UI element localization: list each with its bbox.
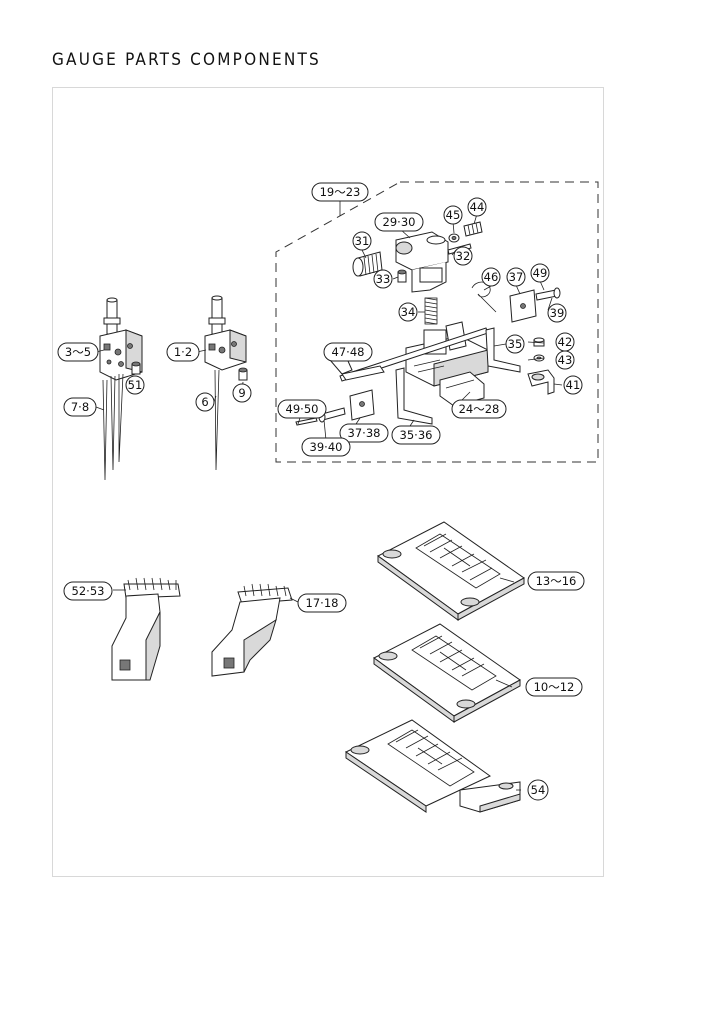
callout-label: 34	[401, 305, 416, 319]
needle-plate-10-12	[373, 623, 521, 723]
assembly-dashed-outline	[275, 181, 599, 463]
callout-52-53: 52·53	[63, 581, 113, 601]
callout-43: 43	[555, 350, 575, 370]
callout-label: 3～5	[65, 345, 91, 359]
callout-label: 9	[238, 386, 245, 400]
callout-49-50: 49·50	[277, 399, 327, 419]
foot-35-right	[485, 327, 521, 373]
callout-35-36: 35·36	[391, 425, 441, 445]
callout-label: 1·2	[174, 345, 192, 359]
callout-34: 34	[398, 302, 418, 322]
spring-34	[424, 297, 438, 325]
needle-plate-54	[345, 719, 521, 813]
callout-51: 51	[125, 375, 145, 395]
callout-44: 44	[467, 197, 487, 217]
callout-label: 13～16	[536, 574, 577, 588]
callout-45: 45	[443, 205, 463, 225]
callout-label: 32	[456, 249, 471, 263]
plate-37-38	[349, 389, 375, 421]
callout-label: 39·40	[310, 440, 343, 454]
callout-label: 33	[376, 272, 391, 286]
callout-39-40: 39·40	[301, 437, 351, 457]
callout-label: 54	[531, 783, 546, 797]
callout-41: 41	[563, 375, 583, 395]
pin-49-50	[295, 417, 318, 426]
callout-label: 37·38	[348, 426, 381, 440]
callout-31: 31	[352, 231, 372, 251]
callout-24-28: 24～28	[451, 399, 507, 419]
callout-label: 29·30	[383, 215, 416, 229]
screw-33	[397, 269, 407, 283]
callout-label: 35·36	[400, 428, 433, 442]
callout-19-23: 19～23	[311, 182, 369, 202]
callout-32: 32	[453, 246, 473, 266]
page-title: GAUGE PARTS COMPONENTS	[52, 50, 321, 70]
callout-10-12: 10～12	[525, 677, 583, 697]
screw-51	[131, 361, 141, 375]
screw-39	[535, 287, 561, 301]
callout-49: 49	[530, 263, 550, 283]
callout-29-30: 29·30	[374, 212, 424, 232]
callout-label: 7·8	[71, 400, 89, 414]
callout-7-8: 7·8	[63, 397, 97, 417]
needle-plate-13-16	[377, 521, 525, 621]
callout-label: 49·50	[286, 402, 319, 416]
callout-label: 10～12	[534, 680, 575, 694]
callout-label: 43	[558, 353, 573, 367]
plate-37	[509, 289, 537, 323]
callout-label: 39	[550, 306, 565, 320]
callout-label: 35	[508, 337, 523, 351]
callout-35: 35	[505, 334, 525, 354]
diagram-frame	[52, 87, 604, 877]
callout-label: 52·53	[72, 584, 105, 598]
callout-3-5: 3～5	[57, 342, 99, 362]
callout-label: 42	[558, 335, 573, 349]
screw-31	[352, 251, 383, 277]
callout-37-38: 37·38	[339, 423, 389, 443]
feed-dog-52-53	[111, 577, 181, 681]
callout-label: 17·18	[306, 596, 339, 610]
callout-46: 46	[481, 267, 501, 287]
callout-label: 19～23	[320, 185, 361, 199]
callout-label: 6	[201, 395, 208, 409]
callout-label: 45	[446, 208, 461, 222]
callout-label: 41	[566, 378, 581, 392]
screw-42	[533, 337, 545, 347]
callout-47-48: 47·48	[323, 342, 373, 362]
callout-33: 33	[373, 269, 393, 289]
callout-label: 47·48	[332, 345, 365, 359]
screw-9	[238, 367, 248, 381]
presser-bar-holder-29-30	[395, 231, 449, 293]
callout-1-2: 1·2	[166, 342, 200, 362]
callout-39: 39	[547, 303, 567, 323]
washer-45	[448, 233, 460, 243]
callout-label: 31	[355, 234, 370, 248]
needles-7-8	[102, 373, 124, 481]
callout-label: 24～28	[459, 402, 500, 416]
callout-17-18: 17·18	[297, 593, 347, 613]
spring-46	[471, 281, 497, 313]
callout-label: 46	[484, 270, 499, 284]
callout-54: 54	[527, 779, 549, 801]
callout-6: 6	[195, 392, 215, 412]
callout-label: 51	[128, 378, 143, 392]
needle-6	[214, 369, 220, 471]
callout-37: 37	[506, 267, 526, 287]
bracket-41	[527, 369, 555, 395]
callout-label: 49	[533, 266, 548, 280]
callout-9: 9	[232, 383, 252, 403]
foot-35-36	[395, 367, 433, 425]
screw-44	[463, 221, 483, 237]
callout-13-16: 13～16	[527, 571, 585, 591]
callout-label: 37	[509, 270, 524, 284]
needle-clamp-1-2	[204, 295, 247, 371]
feed-dog-17-18	[211, 583, 293, 677]
callout-42: 42	[555, 332, 575, 352]
callout-label: 44	[470, 200, 485, 214]
